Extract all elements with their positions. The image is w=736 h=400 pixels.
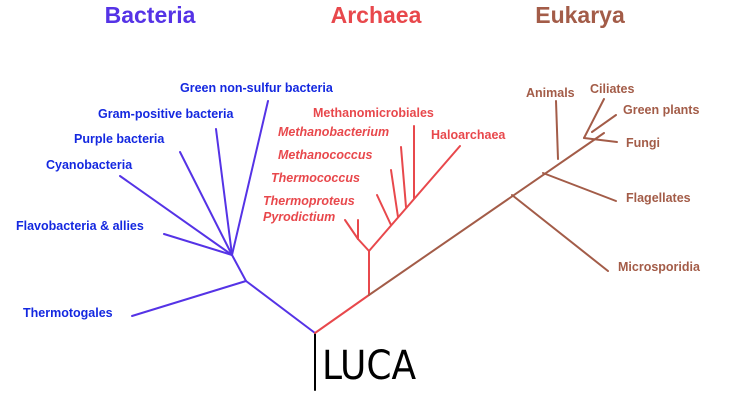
leaf-thermococcus: Thermococcus	[271, 171, 360, 185]
branch-luca-bacteria	[245, 280, 316, 334]
leaf-pyrodictium: Pyrodictium	[263, 210, 335, 224]
bacteria-branches	[119, 100, 316, 334]
leaf-green-non-sulfur: Green non-sulfur bacteria	[180, 81, 334, 95]
branch-cyanobacteria	[119, 175, 233, 256]
leaf-microsporidia: Microsporidia	[618, 260, 701, 274]
eukarya-branches	[368, 98, 618, 296]
branch-flavobacteria	[163, 233, 233, 256]
archaea-title: Archaea	[331, 2, 422, 28]
archaea-branches	[314, 125, 461, 334]
branch-thermoproteus	[357, 238, 370, 252]
branch-microsporidia	[511, 194, 609, 272]
leaf-purple-bacteria: Purple bacteria	[74, 132, 165, 146]
branch-gram-positive	[215, 128, 233, 256]
leaf-methanococcus: Methanococcus	[278, 148, 373, 162]
branch-animals	[555, 100, 559, 160]
branch-thermococcus	[376, 194, 392, 226]
branch-pyrodictium	[344, 219, 359, 240]
root-label-luca: LUCA	[322, 343, 417, 389]
branch-fungi	[583, 137, 618, 143]
leaf-thermoproteus: Thermoproteus	[263, 194, 355, 208]
leaf-cyanobacteria: Cyanobacteria	[46, 158, 133, 172]
branch-thermotogales	[131, 280, 247, 317]
branch-flagellates	[542, 172, 617, 202]
leaf-flavobacteria: Flavobacteria & allies	[16, 219, 144, 233]
leaf-thermotogales: Thermotogales	[23, 306, 113, 320]
leaf-methanomicrobiales: Methanomicrobiales	[313, 106, 434, 120]
branch-methanococcus	[390, 169, 399, 218]
branch-purple	[179, 151, 233, 256]
branch-bacteria-inner	[231, 254, 247, 282]
branch-luca-archaea	[314, 294, 370, 334]
leaf-green-plants: Green plants	[623, 103, 699, 117]
branch-luca-eukarya	[368, 132, 605, 296]
leaf-haloarchaea: Haloarchaea	[431, 128, 506, 142]
leaf-fungi: Fungi	[626, 136, 660, 150]
leaf-animals: Animals	[526, 86, 575, 100]
leaf-methanobacterium: Methanobacterium	[278, 125, 389, 139]
leaf-ciliates: Ciliates	[590, 82, 635, 96]
leaf-gram-positive: Gram-positive bacteria	[98, 107, 235, 121]
branch-ciliates	[583, 98, 605, 139]
leaf-flagellates: Flagellates	[626, 191, 691, 205]
bacteria-title: Bacteria	[105, 2, 196, 28]
branch-methanobacterium	[400, 146, 407, 208]
branch-green-non-sulfur	[231, 100, 269, 256]
eukarya-title: Eukarya	[535, 2, 625, 28]
branch-green-plants	[591, 114, 617, 133]
